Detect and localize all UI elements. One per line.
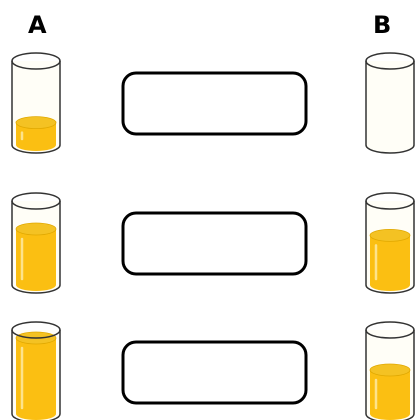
answer-boxes-layer [121, 71, 308, 405]
glass-rim [11, 192, 61, 210]
glass-b-3 [365, 321, 415, 420]
liquid-surface [369, 228, 411, 242]
liquid-surface [15, 222, 57, 236]
liquid [370, 370, 410, 420]
answer-box-1 [121, 71, 308, 136]
liquid-surface [369, 363, 411, 377]
glass-a-2 [11, 192, 61, 294]
glasses-layer [11, 52, 415, 420]
glass-b-2 [365, 192, 415, 294]
glass-b-1 [365, 52, 415, 154]
glass-rim [365, 52, 415, 70]
column-label-b: B [373, 11, 391, 39]
glass-rim [11, 321, 61, 339]
glass-a-3 [11, 321, 61, 420]
liquid [370, 235, 410, 291]
glass-body [365, 61, 415, 154]
liquid [16, 338, 56, 420]
liquid [16, 122, 56, 151]
glass-rim [11, 52, 61, 70]
answer-box-3 [121, 340, 308, 405]
glass-rim [365, 321, 415, 339]
answer-box-2 [121, 211, 308, 276]
liquid-surface [15, 116, 57, 129]
glass-a-1 [11, 52, 61, 154]
glass-rim [365, 192, 415, 210]
column-label-a: A [28, 11, 47, 39]
liquid [16, 229, 56, 291]
